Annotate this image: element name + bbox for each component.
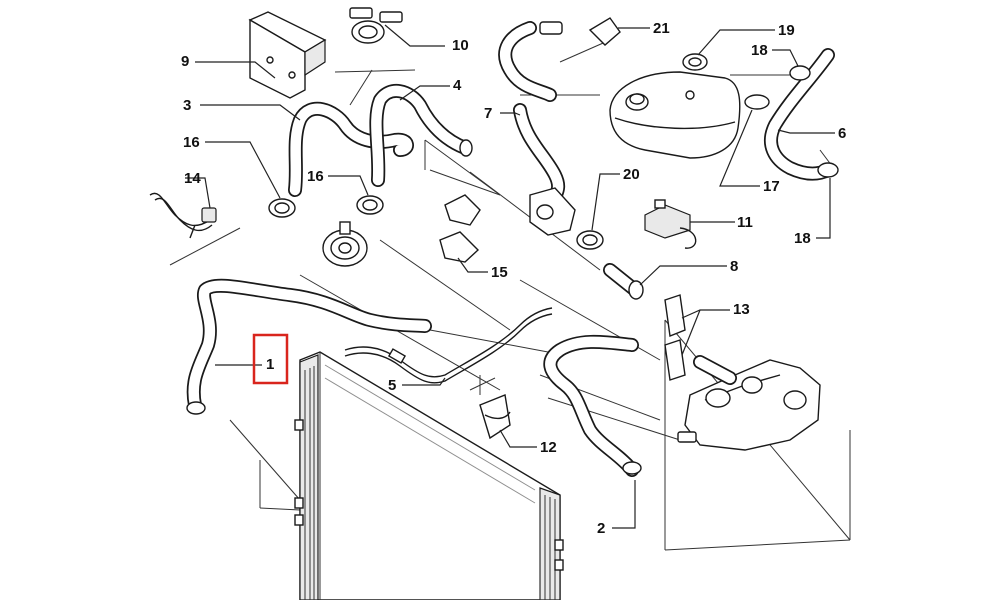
bracket-14[interactable] bbox=[149, 192, 217, 239]
callout-18b[interactable]: 18 bbox=[794, 230, 811, 247]
callout-14[interactable]: 14 bbox=[184, 170, 201, 187]
callout-10[interactable]: 10 bbox=[452, 37, 469, 54]
sensor-11[interactable] bbox=[644, 199, 697, 249]
callout-13[interactable]: 13 bbox=[733, 301, 750, 318]
hose-1[interactable] bbox=[186, 278, 432, 415]
hose-7[interactable] bbox=[498, 21, 566, 202]
callout-4[interactable]: 4 bbox=[453, 77, 462, 94]
clip-12[interactable] bbox=[479, 394, 511, 440]
callout-21[interactable]: 21 bbox=[653, 20, 670, 37]
radiator bbox=[294, 351, 564, 600]
leader-lines bbox=[185, 24, 835, 529]
callout-5[interactable]: 5 bbox=[388, 377, 396, 394]
callout-6[interactable]: 6 bbox=[838, 125, 846, 142]
hose-3[interactable] bbox=[288, 101, 414, 197]
callout-17[interactable]: 17 bbox=[763, 178, 780, 195]
callout-16b[interactable]: 16 bbox=[307, 168, 324, 185]
clamps-18[interactable] bbox=[789, 65, 839, 178]
callout-18a[interactable]: 18 bbox=[751, 42, 768, 59]
clip-21[interactable] bbox=[588, 17, 621, 46]
highlight-box-callout-1 bbox=[252, 333, 289, 385]
brackets-13[interactable] bbox=[664, 294, 686, 381]
callout-9[interactable]: 9 bbox=[181, 53, 189, 70]
sleeve-8[interactable] bbox=[603, 263, 644, 300]
oil-cooler[interactable] bbox=[322, 221, 368, 267]
callout-12[interactable]: 12 bbox=[540, 439, 557, 456]
callout-20[interactable]: 20 bbox=[623, 166, 640, 183]
callout-15[interactable]: 15 bbox=[491, 264, 508, 281]
callout-7[interactable]: 7 bbox=[484, 105, 492, 122]
clamp-20[interactable] bbox=[576, 230, 604, 250]
clamps-16[interactable] bbox=[268, 195, 384, 218]
hose-4[interactable] bbox=[369, 84, 473, 187]
callout-11[interactable]: 11 bbox=[737, 214, 753, 231]
bracket-9[interactable] bbox=[248, 11, 327, 99]
callout-labels: 1 2 3 4 5 6 7 8 9 10 11 12 13 14 15 16 1… bbox=[181, 20, 846, 537]
thermostat-housing[interactable] bbox=[677, 355, 821, 451]
callout-2[interactable]: 2 bbox=[597, 520, 605, 537]
callout-3[interactable]: 3 bbox=[183, 97, 191, 114]
callout-1[interactable]: 1 bbox=[266, 356, 274, 373]
hose-6[interactable] bbox=[764, 48, 835, 181]
callout-16a[interactable]: 16 bbox=[183, 134, 200, 151]
clamp-17[interactable] bbox=[744, 94, 770, 110]
pipe-5[interactable] bbox=[344, 307, 553, 384]
clamp-10[interactable] bbox=[349, 7, 403, 44]
hose-2[interactable] bbox=[543, 334, 642, 477]
water-outlet[interactable] bbox=[529, 187, 576, 236]
callout-19[interactable]: 19 bbox=[778, 22, 795, 39]
clamp-19[interactable] bbox=[682, 53, 708, 71]
expansion-tank[interactable] bbox=[609, 71, 741, 159]
clips-15[interactable] bbox=[439, 194, 481, 263]
callout-8[interactable]: 8 bbox=[730, 258, 738, 275]
